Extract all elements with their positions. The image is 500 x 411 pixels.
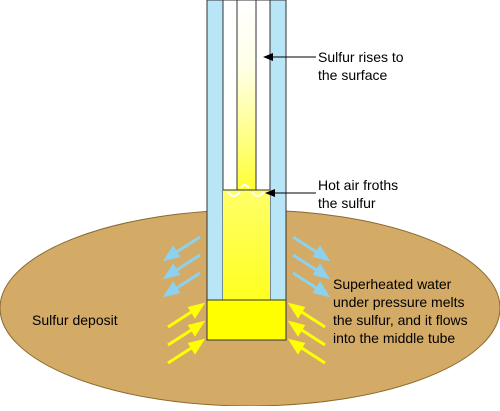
sulfur-deposit-label: Sulfur deposit: [32, 312, 118, 328]
sulfur-rises-label-line1: Sulfur rises to: [318, 49, 404, 65]
air-bubbles-icon: [227, 183, 265, 197]
superheated-label-line4: into the middle tube: [333, 330, 455, 346]
sulfur-column: [223, 178, 270, 300]
hot-water-arrows-right: [292, 235, 331, 298]
hot-air-label-line2: the sulfur: [318, 195, 376, 211]
molten-sulfur-arrows-right: [287, 302, 326, 365]
superheated-label-line3: the sulfur, and it flows: [333, 312, 468, 328]
hot-water-arrows-left: [162, 235, 201, 298]
hot-air-label-line1: Hot air froths: [318, 177, 398, 193]
sulfur-rises-label-line2: the surface: [318, 67, 387, 83]
superheated-label-line1: Superheated water: [333, 276, 452, 292]
superheated-label-line2: under pressure melts: [333, 294, 465, 310]
inner-tube: [222, 0, 271, 191]
central-sulfur-channel: [236, 0, 257, 191]
outer-pipe: [206, 0, 287, 341]
molten-sulfur-arrows-left: [167, 302, 206, 365]
sulfur-pool: [206, 299, 287, 341]
